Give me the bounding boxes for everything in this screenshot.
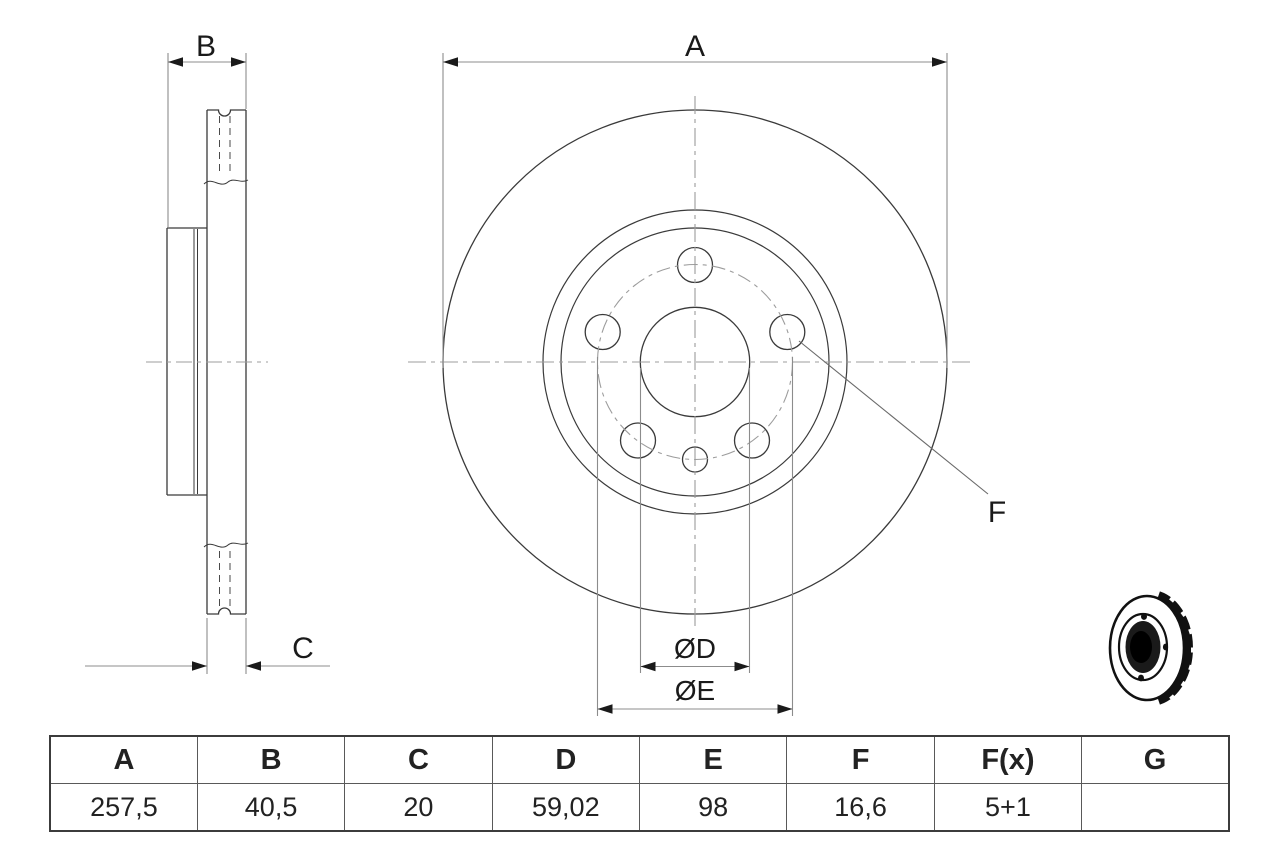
vent-channel-lines [219, 116, 231, 608]
dim-f-label: F [988, 496, 1006, 529]
dimension-b: B [167, 30, 247, 227]
header-cell-f: F [786, 735, 935, 784]
dim-d-label: ØD [674, 633, 716, 664]
arrowhead-right-icon [734, 661, 750, 672]
brake-disc-thumbnail-icon [1108, 588, 1203, 708]
dimension-spec-table: A B C D E F F(x) G 257,5 40,5 20 59,02 9… [49, 735, 1230, 832]
dimension-f: F [798, 340, 1006, 529]
header-cell-g: G [1081, 735, 1230, 784]
value-cell-fx: 5+1 [933, 783, 1083, 832]
dim-a-label: A [685, 30, 705, 63]
header-cell-d: D [491, 735, 641, 784]
brake-disc-diagram: A B C ØD [85, 30, 1203, 716]
dim-e-label: ØE [675, 675, 715, 706]
spec-table-header-row: A B C D E F F(x) G [49, 735, 1230, 784]
header-cell-fx: F(x) [933, 735, 1083, 784]
arrowhead-left-icon [640, 661, 656, 672]
value-cell-b: 40,5 [196, 783, 346, 832]
dimension-d: ØD [639, 368, 751, 673]
header-cell-a: A [49, 735, 198, 784]
dimension-c: C [85, 618, 330, 674]
arrowhead-right-icon [231, 57, 246, 67]
value-cell-e: 98 [638, 783, 788, 832]
arrowhead-right-icon [192, 661, 207, 671]
value-cell-g [1081, 783, 1230, 832]
arrowhead-right-icon [932, 57, 947, 67]
dim-c-label: C [292, 632, 314, 665]
drawing-area: A B C ØD [85, 30, 1203, 716]
arrowhead-left-icon [246, 661, 261, 671]
dimension-e: ØE [596, 357, 794, 716]
header-cell-c: C [344, 735, 493, 784]
spec-table-value-row: 257,5 40,5 20 59,02 98 16,6 5+1 [49, 783, 1230, 832]
header-cell-b: B [196, 735, 346, 784]
value-cell-f: 16,6 [786, 783, 935, 832]
arrowhead-right-icon [777, 704, 793, 714]
dim-b-label: B [196, 30, 216, 63]
value-cell-a: 257,5 [49, 783, 198, 832]
header-cell-e: E [638, 735, 788, 784]
arrowhead-left-icon [443, 57, 458, 67]
dimension-a: A [442, 30, 948, 368]
value-cell-d: 59,02 [491, 783, 641, 832]
front-view-centerlines [408, 96, 975, 629]
value-cell-c: 20 [344, 783, 493, 832]
arrowhead-left-icon [168, 57, 183, 67]
arrowhead-left-icon [597, 704, 613, 714]
